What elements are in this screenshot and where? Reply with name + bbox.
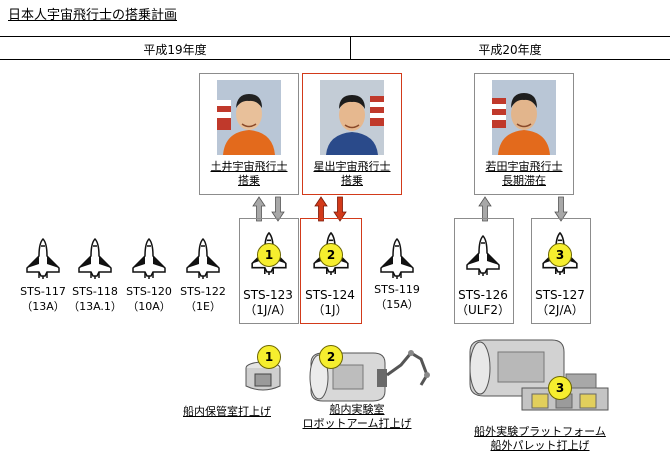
mission-label: STS-118 （13A.1） (50, 284, 140, 314)
astronaut-role: 搭乗 (238, 174, 260, 187)
mission-box-sts-127 (531, 218, 591, 324)
astronaut-card-doi: 土井宇宙飛行士 搭乗 (199, 73, 299, 195)
mission-label: STS-122 （1E） (158, 284, 248, 314)
mission-code: （1J/A） (244, 303, 292, 317)
space-shuttle-icon (378, 237, 416, 280)
astronaut-role: 長期滞在 (502, 174, 546, 187)
page-title: 日本人宇宙飛行士の搭乗計画 (8, 8, 178, 23)
mission-label: STS-120 （10A） (104, 284, 194, 314)
mission-label: STS-117 （13A） (0, 284, 88, 314)
kibo-part-name: 船外パレット打上げ (490, 439, 590, 452)
pressurized-module-illustration (303, 345, 433, 405)
down-arrow-icon (271, 196, 285, 222)
mission-box-sts-126 (454, 218, 514, 324)
mission-id: STS-120 (126, 285, 172, 298)
number-badge: 2 (319, 345, 343, 369)
number-badge: 1 (257, 345, 281, 369)
astronaut-role: 搭乗 (341, 174, 363, 187)
year-label-fy19: 平成19年度 (143, 43, 207, 57)
mission-id: STS-122 (180, 285, 226, 298)
kibo-part-name: 船内保管室打上げ (183, 405, 271, 418)
mission-label: STS-127（2J/A） (515, 288, 605, 318)
mission-code: （15A） (375, 298, 419, 311)
kibo-part-label: 船内実験室 ロボットアーム打上げ (302, 403, 411, 431)
up-arrow-icon (252, 196, 266, 222)
mission-id: STS-126 (458, 288, 508, 302)
mission-code: （ULF2） (455, 303, 510, 317)
mission-code: （1J） (312, 303, 348, 317)
space-shuttle-icon (24, 237, 62, 280)
astronaut-photo (217, 80, 281, 155)
up-arrow-icon (314, 196, 328, 222)
number-badge: 3 (548, 376, 572, 400)
mission-id: STS-118 (72, 285, 118, 298)
down-arrow-icon (554, 196, 568, 222)
mission-id: STS-119 (374, 283, 420, 296)
kibo-part-name: 船内実験室 (329, 403, 385, 416)
up-arrow-icon (478, 196, 492, 222)
kibo-part-label: 船内保管室打上げ (183, 405, 271, 419)
kibo-part-name: 船外実験プラットフォーム (474, 425, 606, 438)
mission-box-sts-124 (300, 218, 362, 324)
number-badge: 3 (548, 243, 572, 267)
down-arrow-icon (333, 196, 347, 222)
astronaut-photo (492, 80, 556, 155)
space-shuttle-icon (76, 237, 114, 280)
mission-code: （13A） (21, 300, 65, 313)
space-shuttle-icon (184, 237, 222, 280)
year-header-bar (0, 36, 670, 60)
year-label-fy20: 平成20年度 (478, 43, 542, 57)
mission-id: STS-124 (305, 288, 355, 302)
mission-label: STS-126（ULF2） (438, 288, 528, 318)
astronaut-caption: 若田宇宙飛行士 長期滞在 (475, 160, 573, 188)
mission-box-sts-123 (239, 218, 299, 324)
mission-code: （10A） (127, 300, 171, 313)
space-shuttle-icon (130, 237, 168, 280)
mission-code: （13A.1） (68, 300, 122, 313)
mission-label: STS-123（1J/A） (223, 288, 313, 318)
astronaut-photo (320, 80, 384, 155)
mission-id: STS-123 (243, 288, 293, 302)
mission-code: （2J/A） (536, 303, 584, 317)
astronaut-caption: 星出宇宙飛行士 搭乗 (303, 160, 401, 188)
astronaut-name: 土井宇宙飛行士 (210, 160, 288, 173)
number-badge: 2 (319, 243, 343, 267)
astronaut-card-hoshide: 星出宇宙飛行士 搭乗 (302, 73, 402, 195)
exposed-facility-illustration (462, 334, 612, 420)
space-shuttle-icon (464, 232, 502, 276)
kibo-part-name: ロボットアーム打上げ (302, 417, 412, 430)
astronaut-caption: 土井宇宙飛行士 搭乗 (200, 160, 298, 188)
mission-label: STS-124（1J） (285, 288, 375, 318)
year-divider (350, 36, 351, 60)
kibo-part-label: 船外実験プラットフォーム 船外パレット打上げ (474, 425, 606, 453)
astronaut-card-wakata: 若田宇宙飛行士 長期滞在 (474, 73, 574, 195)
astronaut-name: 星出宇宙飛行士 (313, 160, 391, 173)
mission-id: STS-117 (20, 285, 66, 298)
mission-label: STS-119 （15A） (352, 282, 442, 312)
mission-code: （1E） (185, 300, 221, 313)
astronaut-name: 若田宇宙飛行士 (485, 160, 563, 173)
number-badge: 1 (257, 243, 281, 267)
mission-id: STS-127 (535, 288, 585, 302)
